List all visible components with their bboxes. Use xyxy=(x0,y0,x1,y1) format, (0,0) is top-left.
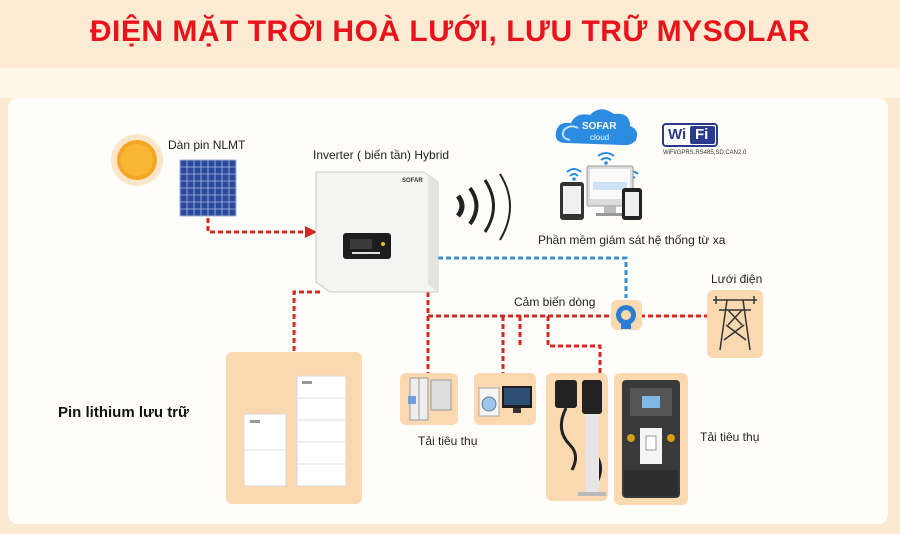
cloud-icon xyxy=(555,109,638,146)
sun-icon xyxy=(111,134,163,186)
load-left-label: Tải tiêu thụ xyxy=(418,434,478,448)
ev-branch xyxy=(546,316,602,373)
solar-panel-icon xyxy=(179,159,237,217)
battery-icon xyxy=(243,375,347,487)
wifi-text-left: Wi xyxy=(668,126,687,143)
battery-label: Pin lithium lưu trữ xyxy=(58,404,189,421)
load-right-label: Tải tiêu thụ xyxy=(700,430,760,444)
pv-line xyxy=(206,218,315,234)
washer-tv-icon xyxy=(478,386,532,417)
bottom-band xyxy=(0,524,900,534)
fridge-icon xyxy=(408,377,452,421)
page-title: ĐIỆN MẶT TRỜI HOÀ LƯỚI, LƯU TRỮ MYSOLAR xyxy=(89,15,811,48)
power-tower-icon xyxy=(713,296,757,351)
cloud-brand-text: SOFAR xyxy=(582,121,617,132)
wifi-text-right: Fi xyxy=(695,126,709,143)
header-band xyxy=(0,68,900,98)
inverter-label: Inverter ( biến tần) Hybrid xyxy=(313,148,450,162)
ev-charger-icon xyxy=(555,380,606,496)
cloud-sub-text: cloud xyxy=(590,133,610,142)
current-sensor-icon xyxy=(611,300,642,330)
battery-line xyxy=(292,290,320,352)
pv-arrow xyxy=(305,226,317,238)
header-bar xyxy=(0,0,900,68)
current-sensor-label: Cảm biến dòng xyxy=(514,295,596,309)
comm-line xyxy=(438,256,628,298)
grid-label: Lưới điện xyxy=(711,272,763,286)
wifi-badge-icon xyxy=(662,123,718,147)
monitoring-label: Phần mềm giám sát hệ thống từ xa xyxy=(538,233,726,247)
solar-panel-label: Dàn pin NLMT xyxy=(168,138,246,152)
monitoring-devices-icon xyxy=(560,152,642,220)
ev-station-icon xyxy=(622,380,680,498)
wireless-icon xyxy=(455,173,511,241)
inverter-icon xyxy=(315,171,439,293)
inverter-brand-text: SOFAR xyxy=(402,178,423,184)
wifi-caption: WiFi/GPRS,RS485,SD,CAN2.0 xyxy=(663,150,747,156)
